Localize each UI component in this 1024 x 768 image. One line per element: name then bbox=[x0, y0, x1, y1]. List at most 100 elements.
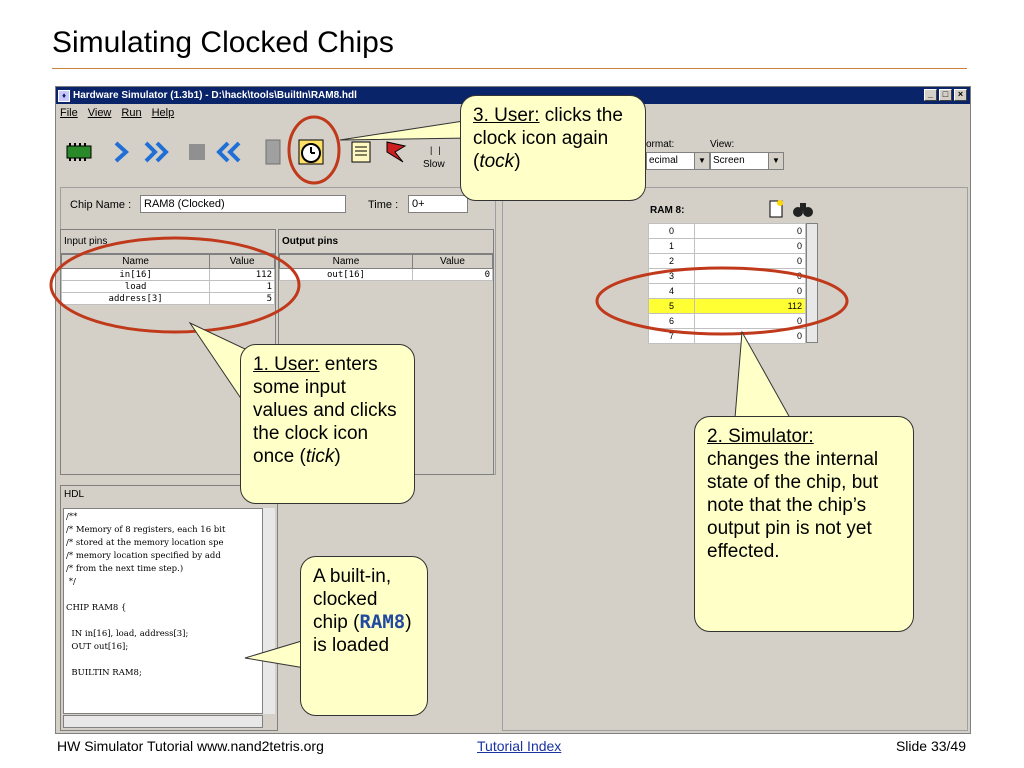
menu-view[interactable]: View bbox=[87, 107, 112, 119]
table-row[interactable]: in[16] 112 bbox=[60, 268, 275, 281]
script-icon bbox=[351, 141, 371, 163]
menu-file[interactable]: File bbox=[60, 107, 78, 119]
ram-value[interactable]: 0 bbox=[694, 328, 806, 344]
output-pins-title: Output pins bbox=[279, 230, 493, 254]
clock-button[interactable] bbox=[294, 137, 328, 167]
minimize-button[interactable]: _ bbox=[924, 89, 937, 101]
pin-value[interactable]: 5 bbox=[209, 292, 275, 305]
menu-help[interactable]: Help bbox=[151, 107, 175, 119]
app-icon: ♦ bbox=[58, 89, 70, 102]
ram-address: 1 bbox=[648, 238, 695, 254]
pin-name: address[3] bbox=[60, 292, 211, 305]
ram-value[interactable]: 0 bbox=[694, 223, 806, 239]
ram-address: 0 bbox=[648, 223, 695, 239]
ram-address: 6 bbox=[648, 313, 695, 329]
maximize-button[interactable]: □ bbox=[939, 89, 952, 101]
callout-1-text: enters some input values and clicks the … bbox=[253, 354, 397, 467]
callout-2-head: 2. Simulator: bbox=[707, 426, 814, 447]
hdl-code: /** /* Memory of 8 registers, each 16 bi… bbox=[63, 508, 275, 714]
ram-value[interactable]: 0 bbox=[694, 313, 806, 329]
callout-4-code: RAM8 bbox=[359, 611, 406, 633]
callout-2: 2. Simulator: changes the internal state… bbox=[694, 416, 914, 632]
column-header: Name bbox=[60, 254, 211, 269]
callout-3-head: 3. User: bbox=[473, 105, 540, 126]
single-step-button[interactable] bbox=[104, 137, 138, 167]
ram-value[interactable]: 0 bbox=[694, 253, 806, 269]
pin-value[interactable]: 112 bbox=[209, 268, 275, 281]
chip-name-field: RAM8 (Clocked) bbox=[140, 195, 346, 213]
callout-1-tail: ) bbox=[334, 446, 341, 467]
ram-address: 5 bbox=[648, 298, 695, 314]
binoculars-icon[interactable] bbox=[792, 199, 814, 219]
ram-scrollbar[interactable] bbox=[806, 223, 818, 343]
chevron-down-icon[interactable]: ▼ bbox=[768, 153, 783, 169]
run-button[interactable] bbox=[140, 137, 174, 167]
speed-slider-ticks[interactable]: || bbox=[430, 145, 447, 155]
stop-button[interactable] bbox=[180, 137, 214, 167]
clock-icon bbox=[298, 139, 324, 165]
time-field: 0+ bbox=[408, 195, 468, 213]
breakpoint-button[interactable] bbox=[378, 137, 412, 167]
load-chip-button[interactable] bbox=[62, 137, 96, 167]
ram-value[interactable]: 0 bbox=[694, 283, 806, 299]
reset-button[interactable] bbox=[212, 137, 246, 167]
table-row[interactable]: load 1 bbox=[60, 280, 275, 293]
pin-value[interactable]: 1 bbox=[209, 280, 275, 293]
callout-1: 1. User: enters some input values and cl… bbox=[240, 344, 415, 504]
ram-address: 2 bbox=[648, 253, 695, 269]
ram-value[interactable]: 0 bbox=[694, 238, 806, 254]
menu-run[interactable]: Run bbox=[121, 107, 142, 119]
footer-left: HW Simulator Tutorial www.nand2tetris.or… bbox=[57, 738, 324, 754]
tutorial-index-link[interactable]: Tutorial Index bbox=[477, 738, 562, 754]
new-file-icon[interactable] bbox=[766, 199, 786, 219]
column-header: Name bbox=[279, 254, 413, 269]
window-controls: _ □ × bbox=[924, 89, 967, 101]
format-label: ormat: bbox=[646, 139, 675, 150]
ram-title: RAM 8: bbox=[650, 205, 685, 216]
callout-3-text: clicks the clock icon again ( bbox=[473, 105, 623, 172]
script-button[interactable] bbox=[344, 137, 378, 167]
flag-icon bbox=[386, 141, 407, 163]
slide-title: Simulating Clocked Chips bbox=[52, 26, 394, 59]
ram-address: 7 bbox=[648, 328, 695, 344]
time-label: Time : bbox=[368, 199, 399, 211]
hdl-horizontal-scrollbar[interactable] bbox=[63, 715, 263, 728]
ram-address: 4 bbox=[648, 283, 695, 299]
input-pins-table: Name Value in[16] 112 load 1 address[3] … bbox=[60, 254, 275, 305]
step-forward-icon bbox=[114, 141, 129, 163]
chip-info-row: Chip Name : RAM8 (Clocked) Time : 0+ bbox=[60, 193, 496, 221]
ram-value[interactable]: 112 bbox=[694, 298, 806, 314]
rewind-icon bbox=[216, 141, 241, 163]
ram-value[interactable]: 0 bbox=[694, 268, 806, 284]
menubar: File View Run Help bbox=[56, 104, 970, 122]
chevron-down-icon[interactable]: ▼ bbox=[694, 153, 709, 169]
close-button[interactable]: × bbox=[954, 89, 967, 101]
hdl-panel: HDL /** /* Memory of 8 registers, each 1… bbox=[60, 485, 278, 731]
stop-icon bbox=[189, 144, 205, 160]
callout-2-text: changes the internal state of the chip, … bbox=[707, 449, 879, 562]
pin-value: 0 bbox=[411, 268, 494, 281]
table-row[interactable]: address[3] 5 bbox=[60, 292, 275, 305]
format-select[interactable]: ecimal ▼ bbox=[646, 152, 710, 170]
column-header: Value bbox=[411, 254, 494, 269]
hdl-vertical-scrollbar[interactable] bbox=[262, 508, 275, 714]
view-select[interactable]: Screen ▼ bbox=[710, 152, 784, 170]
input-pins-title: Input pins bbox=[61, 230, 275, 254]
eval-button[interactable] bbox=[256, 137, 290, 167]
callout-3-em: tock bbox=[479, 151, 515, 172]
part-panel bbox=[502, 187, 968, 731]
column-header: Value bbox=[209, 254, 275, 269]
pin-name: out[16] bbox=[279, 268, 413, 281]
callout-4-text-1: A built-in, clocked chip ( bbox=[313, 566, 392, 633]
hdl-title: HDL bbox=[64, 489, 85, 500]
